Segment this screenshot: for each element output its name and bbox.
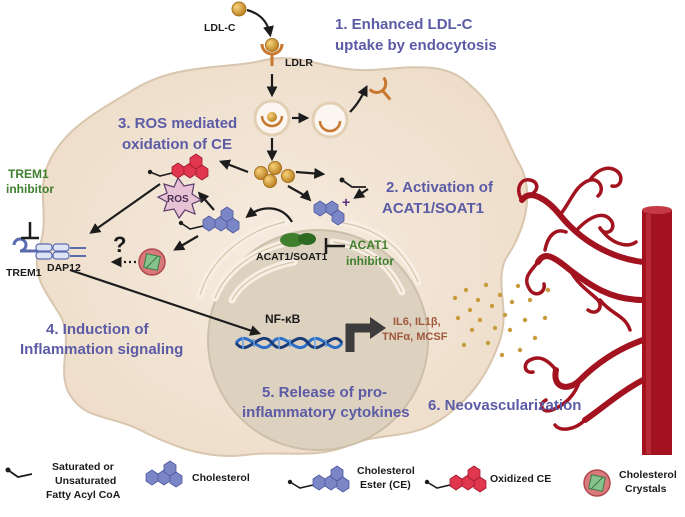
legend-fatty-acyl-line1: Saturated or xyxy=(52,461,114,473)
ldl-uptake-arrow xyxy=(246,8,274,38)
legend-ce-line1: Cholesterol xyxy=(357,465,415,477)
plus-sign: + xyxy=(342,194,350,210)
legend-cholesterol-icon xyxy=(145,460,183,488)
ce-to-crystal-arrow xyxy=(173,235,199,251)
legend-oxidized-ce: Oxidized CE xyxy=(490,473,551,485)
trem1-label: TREM1 xyxy=(6,267,42,279)
legend-cholesterol: Cholesterol xyxy=(192,472,250,484)
dna-helix-icon xyxy=(234,336,344,350)
ldlc-label: LDL-C xyxy=(204,22,236,34)
cytokines-line1: IL6, IL1β, xyxy=(393,316,441,328)
ros-label: ROS xyxy=(167,194,189,205)
trem1-inhibitor-line2: inhibitor xyxy=(6,182,54,196)
cholesterol-icon xyxy=(313,200,345,226)
oxidized-ce-icon xyxy=(147,153,209,181)
cytokines-line2: TNFα, MCSF xyxy=(382,331,448,343)
receptor-recycling-arrow xyxy=(349,85,368,113)
endosome-icon xyxy=(253,99,291,137)
step1-title-line1: 1. Enhanced LDL-C xyxy=(335,16,473,33)
step1-title-line2: uptake by endocytosis xyxy=(335,37,497,54)
to-cholesterol-arrow xyxy=(287,185,312,202)
blood-vessel-icon xyxy=(517,166,672,455)
legend-ce-icon xyxy=(287,465,350,493)
step2-title-line2: ACAT1/SOAT1 xyxy=(382,200,484,217)
step3-title-line2: oxidation of CE xyxy=(122,136,232,153)
acat1-inhibitor-symbol xyxy=(324,238,345,254)
fatty-acyl-arrow xyxy=(353,188,369,199)
step5-title-line2: inflammatory cytokines xyxy=(242,404,410,421)
acat1-inhibitor-line1: ACAT1 xyxy=(349,238,388,252)
legend-fatty-acyl-icon xyxy=(5,467,33,478)
acat1-inhibitor-line2: inhibitor xyxy=(346,254,394,268)
legend-oxidized-ce-icon xyxy=(424,465,487,493)
step3-title-line1: 3. ROS mediated xyxy=(118,115,237,132)
step4-title-line2: Inflammation signaling xyxy=(20,341,183,358)
fatty-acyl-coa-icon xyxy=(339,177,366,188)
legend-crystal-icon xyxy=(583,469,611,497)
nfkb-label: NF-κB xyxy=(265,312,301,326)
ce-to-ros-arrow xyxy=(197,191,215,211)
ldlr-receptor-icon xyxy=(260,38,284,66)
legend-fatty-acyl-line3: Fatty Acyl CoA xyxy=(46,489,121,501)
legend-ce-line2: Ester (CE) xyxy=(360,479,411,491)
recycling-endosome-icon xyxy=(311,101,349,139)
ros-burst-icon xyxy=(156,176,203,220)
to-oxidation-arrow xyxy=(218,159,249,174)
cholesterol-crystal-icon xyxy=(138,248,166,276)
question-mark: ? xyxy=(113,232,126,257)
legend-crystals-line2: Crystals xyxy=(625,483,667,495)
step5-title-line1: 5. Release of pro- xyxy=(262,384,387,401)
oxce-to-trem1-arrow xyxy=(89,183,161,234)
trem1-inhibitor-symbol xyxy=(21,222,39,240)
recycled-ldlr-icon xyxy=(368,76,392,101)
cholesterol-ester-icon xyxy=(178,206,240,234)
ldlr-label: LDLR xyxy=(285,57,313,69)
to-fatty-acyl-arrow xyxy=(295,167,326,179)
acat1-soat1-label: ACAT1/SOAT1 xyxy=(256,251,328,263)
step6-title: 6. Neovascularization xyxy=(428,397,581,414)
legend-crystals-line1: Cholesterol xyxy=(619,469,677,481)
legend: Saturated or Unsaturated Fatty Acyl CoA … xyxy=(5,460,677,501)
transcription-arrow xyxy=(345,323,372,352)
cytokine-particles xyxy=(452,282,551,358)
trem1-inhibitor-line1: TREM1 xyxy=(8,167,49,181)
ldl-particles-cluster xyxy=(254,161,295,188)
step4-title-line1: 4. Induction of xyxy=(46,321,149,338)
trem1-dap12-complex-icon xyxy=(12,237,86,260)
acat1-enzyme-icon xyxy=(280,233,316,247)
step2-title-line1: 2. Activation of xyxy=(386,179,494,196)
legend-fatty-acyl-line2: Unsaturated xyxy=(55,475,116,487)
signaling-arrow xyxy=(69,268,262,336)
ldl-particle-top xyxy=(231,1,247,17)
esterification-arrow xyxy=(245,206,293,223)
